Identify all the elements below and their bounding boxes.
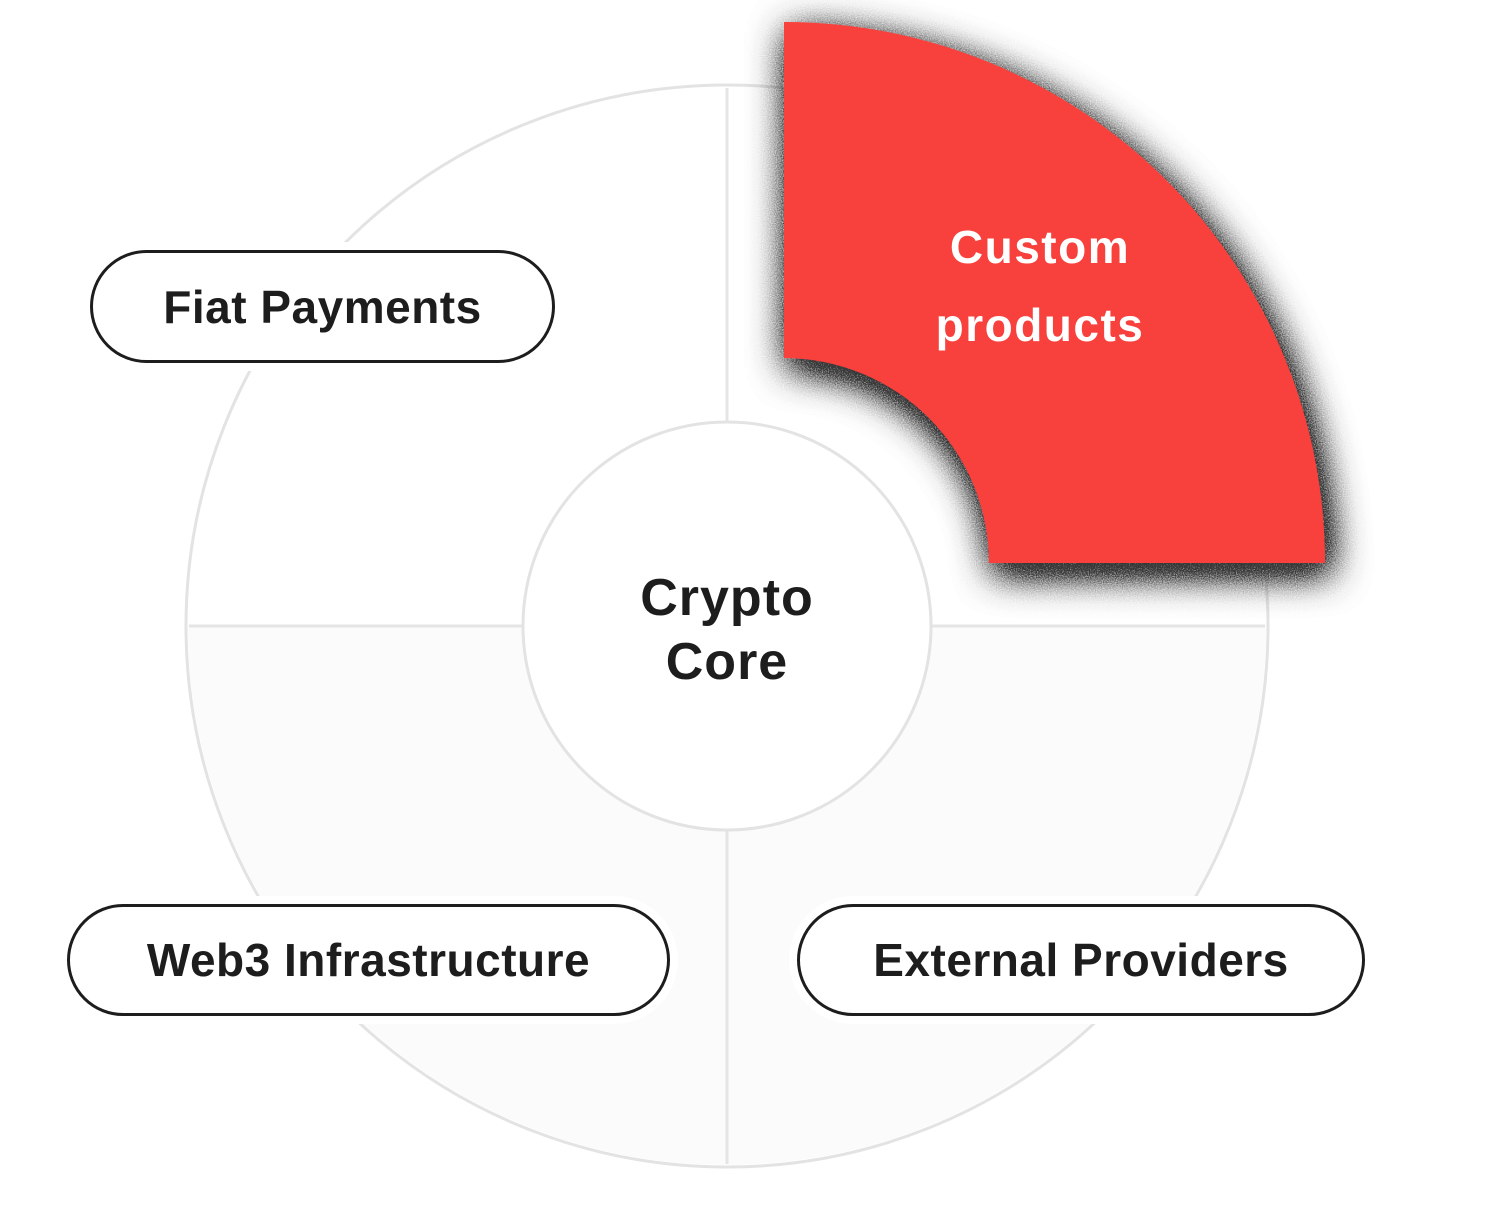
- highlighted-segment-label: Custom products: [936, 221, 1145, 351]
- highlighted-segment-custom-products: [784, 22, 1325, 563]
- web3-infrastructure-pill: Web3 Infrastructure: [67, 904, 670, 1016]
- external-providers-pill: External Providers: [797, 904, 1365, 1016]
- external-providers-label: External Providers: [873, 934, 1289, 986]
- segment-label-line1: Custom: [950, 221, 1130, 273]
- fiat-payments-pill: Fiat Payments: [90, 250, 555, 363]
- center-hub-label: Crypto Core: [640, 569, 814, 691]
- inner-core-circle: [521, 420, 933, 832]
- center-label-line1: Crypto: [640, 569, 814, 627]
- segment-label-line2: products: [936, 299, 1145, 351]
- fiat-payments-label: Fiat Payments: [163, 280, 482, 333]
- web3-infrastructure-label: Web3 Infrastructure: [146, 934, 591, 986]
- center-label-line2: Core: [666, 633, 788, 691]
